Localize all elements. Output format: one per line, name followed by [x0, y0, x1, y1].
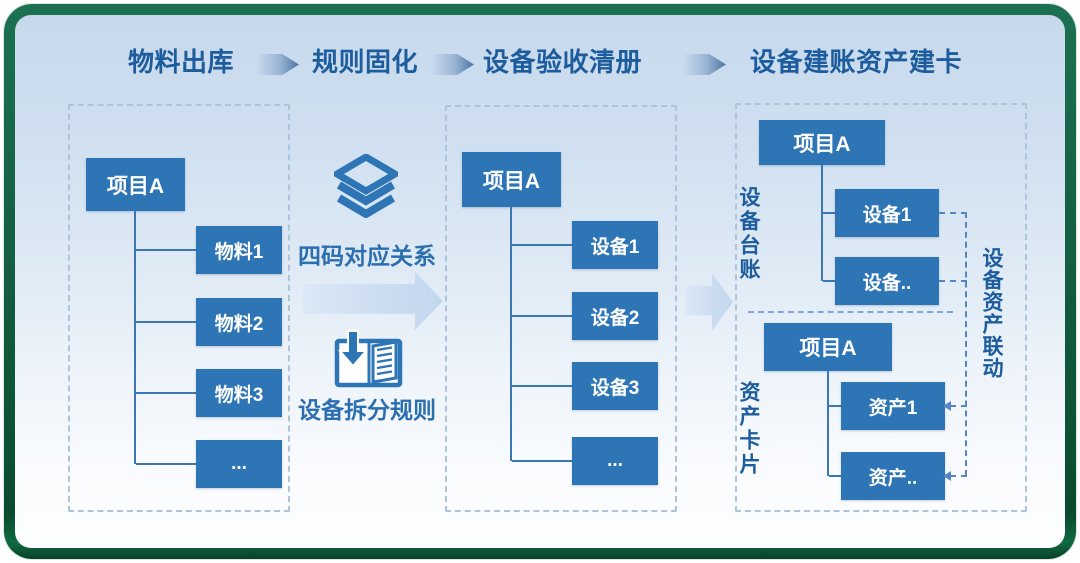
tree-connector [512, 460, 572, 462]
tree-node-root: 项目A [759, 120, 885, 165]
linkage-connector [950, 475, 967, 477]
ledger-side-label: 设备台账 [737, 186, 760, 282]
split-rule-book-icon [334, 330, 403, 388]
tree-connector [829, 405, 841, 407]
step-title-rule-solidify: 规则固化 [312, 47, 419, 77]
materials-panel [68, 104, 290, 512]
tree-node-child: 物料2 [196, 298, 282, 346]
step-title-material-outbound: 物料出库 [128, 47, 235, 77]
tree-node-root: 项目A [86, 158, 185, 211]
tree-node-child: ... [572, 437, 658, 485]
devices-panel [445, 105, 677, 512]
step-title-acceptance-list: 设备验收清册 [483, 47, 643, 77]
layers-icon [334, 154, 398, 218]
tree-node-child: 物料1 [196, 226, 282, 274]
panel-divider [748, 311, 953, 313]
linkage-connector [950, 405, 967, 407]
tree-connector [829, 475, 841, 477]
tree-node-child: 资产1 [841, 382, 945, 430]
tree-node-root: 项目A [764, 323, 892, 371]
flow-arrow-icon [255, 54, 299, 75]
assets-side-label: 资产卡片 [737, 381, 760, 477]
arrow-left-icon [943, 471, 951, 481]
tree-connector [512, 385, 572, 387]
linkage-connector [939, 212, 967, 214]
tree-connector [136, 249, 196, 251]
accounting-panel [735, 103, 1027, 512]
tree-connector [510, 207, 512, 461]
tree-connector [821, 165, 823, 281]
step-title-accounting-card: 设备建账资产建卡 [750, 47, 963, 77]
tree-node-child: 设备1 [835, 189, 939, 237]
tree-connector [512, 244, 572, 246]
tree-connector [134, 211, 136, 464]
tree-node-child: 资产.. [841, 452, 945, 500]
tree-connector [136, 392, 196, 394]
tree-connector [827, 371, 829, 476]
flow-arrow-icon [430, 54, 474, 75]
tree-node-child: 物料3 [196, 369, 282, 417]
tree-connector [823, 280, 835, 282]
tree-connector [823, 212, 835, 214]
tree-node-root: 项目A [462, 152, 561, 207]
tree-node-child: 设备1 [572, 221, 658, 269]
tree-connector [136, 463, 196, 465]
linkage-connector [965, 212, 967, 476]
flow-arrow-icon [682, 54, 726, 75]
arrow-left-icon [943, 401, 951, 411]
tree-node-child: 设备3 [572, 362, 658, 410]
linkage-connector [939, 280, 967, 282]
tree-connector [136, 321, 196, 323]
tree-node-child: ... [196, 440, 282, 488]
tree-node-child: 设备.. [835, 257, 939, 305]
linkage-label: 设备资产联动 [980, 247, 1003, 379]
split-rule-label: 设备拆分规则 [298, 397, 436, 423]
tree-connector [512, 315, 572, 317]
mapping-label: 四码对应关系 [298, 243, 436, 269]
tree-node-child: 设备2 [572, 292, 658, 340]
